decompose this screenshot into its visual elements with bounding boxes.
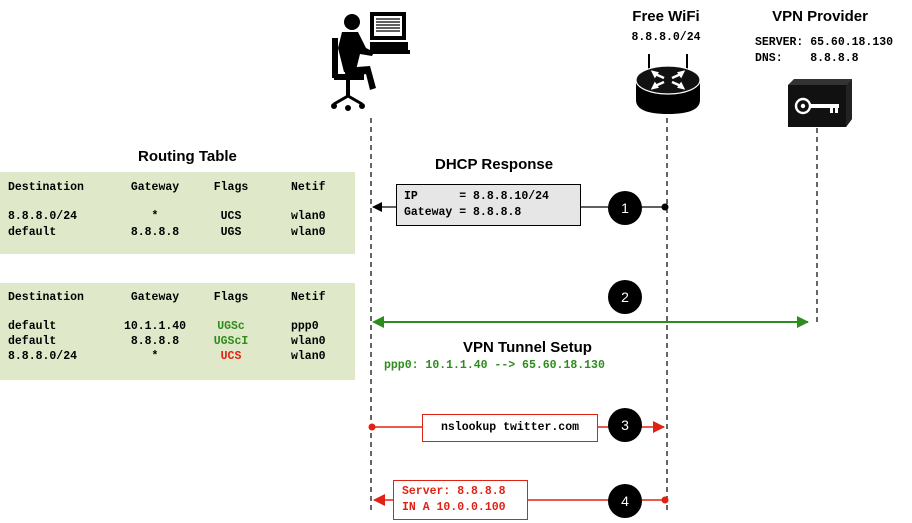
route-flags: UGSc xyxy=(217,320,245,333)
route-netif: wlan0 xyxy=(291,210,326,223)
route-destination: default xyxy=(8,320,57,333)
step-4-badge: 4 xyxy=(608,484,642,518)
step-2-badge: 2 xyxy=(608,280,642,314)
dns-reply-record: IN A 10.0.0.100 xyxy=(402,501,506,514)
header-gateway: Gateway xyxy=(130,291,180,304)
route-destination: 8.8.8.0/24 xyxy=(8,210,78,223)
wifi-subnet: 8.8.8.0/24 xyxy=(631,31,701,44)
header-destination: Destination xyxy=(8,181,84,194)
dhcp-message-box: IP = 8.8.8.10/24 Gateway = 8.8.8.8 xyxy=(396,184,581,226)
route-netif: ppp0 xyxy=(291,320,319,333)
routing-table-before: Destination Gateway Flags Netif 8.8.8.0/… xyxy=(0,172,355,254)
vpn-tunnel-arrow-left-head xyxy=(372,316,384,328)
dhcp-ip-line: IP = 8.8.8.10/24 xyxy=(404,190,549,203)
vpn-key-box-icon xyxy=(788,79,852,127)
route-flags: UCS xyxy=(220,210,242,223)
tunnel-route: 10.1.1.40 --> 65.60.18.130 xyxy=(425,359,605,372)
route-gateway: * xyxy=(151,210,159,223)
dns-reply-box: Server: 8.8.8.8 IN A 10.0.0.100 xyxy=(393,480,528,520)
nslookup-arrow-origin-dot xyxy=(368,423,376,431)
route-destination: default xyxy=(8,335,57,348)
route-netif: wlan0 xyxy=(291,350,326,363)
header-flags: Flags xyxy=(213,181,249,194)
tunnel-route-line: ppp0: 10.1.1.40 --> 65.60.18.130 xyxy=(384,359,605,372)
route-gateway: 8.8.8.8 xyxy=(130,335,180,348)
dhcp-gateway-line: Gateway = 8.8.8.8 xyxy=(404,206,522,219)
route-destination: default xyxy=(8,226,57,239)
vpn-tunnel-setup-title: VPN Tunnel Setup xyxy=(463,339,592,356)
route-flags: UGScI xyxy=(213,335,249,348)
dns-reply-arrow-origin-dot xyxy=(661,496,669,504)
free-wifi-title: Free WiFi xyxy=(632,8,700,25)
nslookup-box: nslookup twitter.com xyxy=(422,414,598,442)
dhcp-response-title: DHCP Response xyxy=(435,156,554,173)
routing-table-title: Routing Table xyxy=(138,148,237,165)
nslookup-command: nslookup twitter.com xyxy=(440,421,580,434)
route-gateway: 10.1.1.40 xyxy=(123,320,187,333)
header-netif: Netif xyxy=(291,181,326,194)
step-3-badge: 3 xyxy=(608,408,642,442)
route-netif: wlan0 xyxy=(291,226,326,239)
step-1-badge: 1 xyxy=(608,191,642,225)
dns-reply-server: Server: 8.8.8.8 xyxy=(402,485,506,498)
routing-table-after: Destination Gateway Flags Netif default … xyxy=(0,283,355,380)
route-destination: 8.8.8.0/24 xyxy=(8,350,78,363)
route-flags: UGS xyxy=(220,226,242,239)
router-icon xyxy=(635,54,701,114)
route-netif: wlan0 xyxy=(291,335,326,348)
route-gateway: 8.8.8.8 xyxy=(130,226,180,239)
header-destination: Destination xyxy=(8,291,84,304)
header-gateway: Gateway xyxy=(130,181,180,194)
tunnel-iface: ppp0: xyxy=(384,359,419,372)
dhcp-arrow-origin-dot xyxy=(661,203,669,211)
user-at-computer-icon xyxy=(331,12,410,111)
vpn-server-label: SERVER: 65.60.18.130 xyxy=(755,36,894,49)
header-flags: Flags xyxy=(213,291,249,304)
vpn-dns-label: DNS: 8.8.8.8 xyxy=(755,52,859,65)
vpn-provider-title: VPN Provider xyxy=(772,8,868,25)
route-flags: UCS xyxy=(220,350,242,363)
header-netif: Netif xyxy=(291,291,326,304)
route-gateway: * xyxy=(151,350,159,363)
